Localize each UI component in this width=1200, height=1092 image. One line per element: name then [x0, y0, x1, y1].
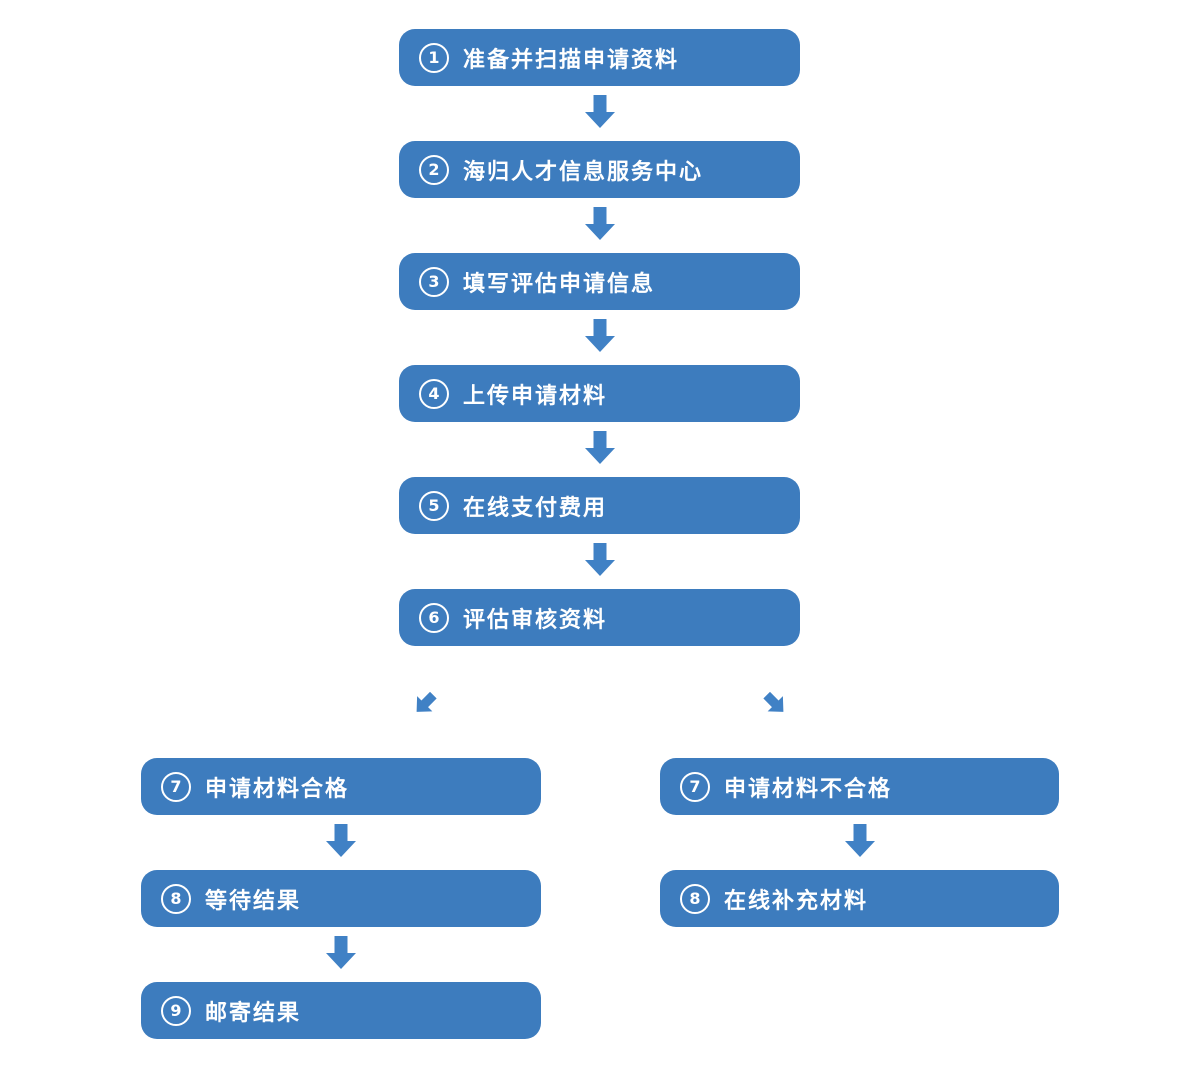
- arrow-down-icon: [585, 431, 615, 464]
- step-number-badge: 8: [680, 883, 710, 914]
- pass-step-box-7: 7 申请材料合格: [141, 758, 541, 815]
- arrow-down-icon: [585, 95, 615, 128]
- step-label: 准备并扫描申请资料: [463, 47, 680, 73]
- fail-step-box-8: 8 在线补充材料: [660, 870, 1059, 927]
- step-label: 上传申请材料: [463, 383, 608, 409]
- step-box-1: 1 准备并扫描申请资料: [399, 29, 800, 86]
- arrow-diagonal-right-icon: [763, 691, 784, 712]
- step-label: 申请材料合格: [205, 776, 350, 802]
- pass-step-box-9: 9 邮寄结果: [141, 982, 541, 1039]
- arrow-down-icon: [845, 824, 875, 857]
- step-number-badge: 2: [419, 154, 449, 185]
- step-box-3: 3 填写评估申请信息: [399, 253, 800, 310]
- step-label: 海归人才信息服务中心: [463, 159, 704, 185]
- arrow-down-icon: [585, 207, 615, 240]
- step-number-badge: 3: [419, 266, 449, 297]
- step-box-4: 4 上传申请材料: [399, 365, 800, 422]
- step-label: 在线补充材料: [724, 888, 869, 914]
- step-number-badge: 5: [419, 490, 449, 521]
- step-number-badge: 8: [161, 883, 191, 914]
- arrow-down-icon: [326, 824, 356, 857]
- step-number-badge: 7: [161, 771, 191, 802]
- step-label: 等待结果: [205, 888, 302, 914]
- step-label: 在线支付费用: [463, 495, 608, 521]
- step-label: 评估审核资料: [463, 607, 608, 633]
- step-box-6: 6 评估审核资料: [399, 589, 800, 646]
- step-number-badge: 6: [419, 602, 449, 633]
- arrow-down-icon: [585, 543, 615, 576]
- arrow-diagonal-left-icon: [416, 691, 437, 712]
- step-label: 邮寄结果: [205, 1000, 302, 1026]
- pass-step-box-8: 8 等待结果: [141, 870, 541, 927]
- step-number-badge: 4: [419, 378, 449, 409]
- arrow-down-icon: [585, 319, 615, 352]
- step-label: 填写评估申请信息: [463, 271, 656, 297]
- step-number-badge: 9: [161, 995, 191, 1026]
- step-box-2: 2 海归人才信息服务中心: [399, 141, 800, 198]
- arrow-down-icon: [326, 936, 356, 969]
- step-box-5: 5 在线支付费用: [399, 477, 800, 534]
- fail-step-box-7: 7 申请材料不合格: [660, 758, 1059, 815]
- step-label: 申请材料不合格: [724, 776, 893, 802]
- step-number-badge: 7: [680, 771, 710, 802]
- step-number-badge: 1: [419, 42, 449, 73]
